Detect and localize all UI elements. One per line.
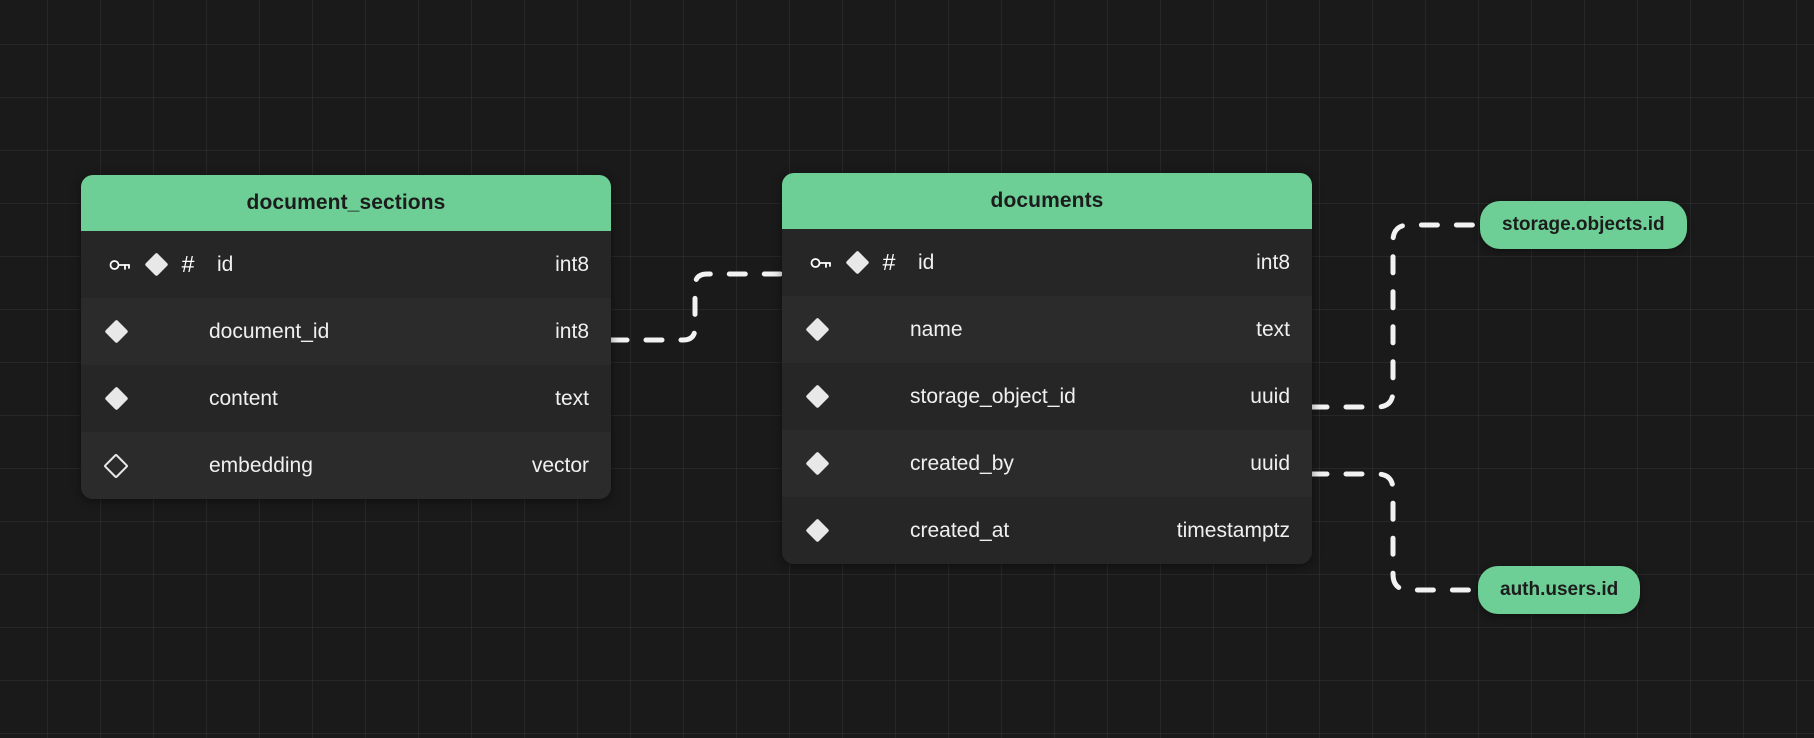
column-icons [804, 384, 830, 409]
diamond-icon [103, 386, 129, 411]
column-type: text [1256, 317, 1290, 341]
column-type: vector [531, 453, 589, 477]
column-name: embedding [209, 453, 313, 477]
external-ref-label: auth.users.id [1500, 579, 1619, 600]
column-type: uuid [1250, 384, 1290, 408]
column-type: text [555, 386, 589, 410]
key-icon [806, 256, 836, 270]
external-ref-label: storage.objects.id [1502, 214, 1665, 235]
edge-documents-storage-object-id-to-storage-objects-id [1308, 222, 1483, 410]
diamond-icon [844, 250, 870, 275]
table-body-document-sections: # id int8 document_id int8 content text [81, 231, 611, 499]
column-icons: # [806, 249, 900, 275]
table-row[interactable]: content text [81, 365, 611, 432]
column-icons [103, 386, 129, 411]
column-name: content [209, 386, 278, 410]
column-icons [103, 319, 129, 344]
diamond-icon [143, 252, 169, 277]
column-name: name [910, 317, 963, 341]
external-ref-storage-objects-id[interactable]: storage.objects.id [1480, 201, 1687, 249]
edge-document-sections-document-id-to-documents-id [608, 271, 788, 343]
diamond-outline-icon [103, 452, 129, 479]
table-title-document-sections: document_sections [81, 175, 611, 231]
column-type: uuid [1250, 451, 1290, 475]
column-icons: # [105, 251, 199, 277]
diamond-icon [804, 518, 830, 543]
hash-icon: # [181, 251, 195, 277]
column-type: int8 [555, 252, 589, 276]
table-row[interactable]: document_id int8 [81, 298, 611, 365]
diamond-icon [804, 317, 830, 342]
table-title-documents: documents [782, 173, 1312, 229]
column-name: id [918, 250, 935, 274]
table-row[interactable]: storage_object_id uuid [782, 363, 1312, 430]
table-row[interactable]: # id int8 [81, 231, 611, 298]
table-row[interactable]: created_at timestamptz [782, 497, 1312, 564]
diamond-icon [804, 384, 830, 409]
table-row[interactable]: name text [782, 296, 1312, 363]
column-name: storage_object_id [910, 384, 1076, 408]
key-icon [105, 258, 135, 272]
column-name: document_id [209, 319, 330, 343]
table-row[interactable]: embedding vector [81, 432, 611, 499]
diamond-icon [103, 319, 129, 344]
column-type: int8 [555, 319, 589, 343]
table-row[interactable]: created_by uuid [782, 430, 1312, 497]
table-body-documents: # id int8 name text storage_object_id uu… [782, 229, 1312, 564]
edge-documents-created-by-to-auth-users-id [1308, 471, 1481, 593]
column-icons [804, 317, 830, 342]
column-icons [103, 452, 129, 479]
hash-icon: # [882, 249, 896, 275]
column-type: int8 [1256, 250, 1290, 274]
table-card-documents[interactable]: documents # id int8 [782, 173, 1312, 564]
column-type: timestamptz [1176, 518, 1290, 542]
table-row[interactable]: # id int8 [782, 229, 1312, 296]
diamond-icon [804, 451, 830, 476]
table-card-document-sections[interactable]: document_sections # id i [81, 175, 611, 499]
column-icons [804, 518, 830, 543]
column-name: id [217, 252, 234, 276]
external-ref-auth-users-id[interactable]: auth.users.id [1478, 566, 1641, 614]
column-name: created_at [910, 518, 1010, 542]
column-icons [804, 451, 830, 476]
column-name: created_by [910, 451, 1014, 475]
